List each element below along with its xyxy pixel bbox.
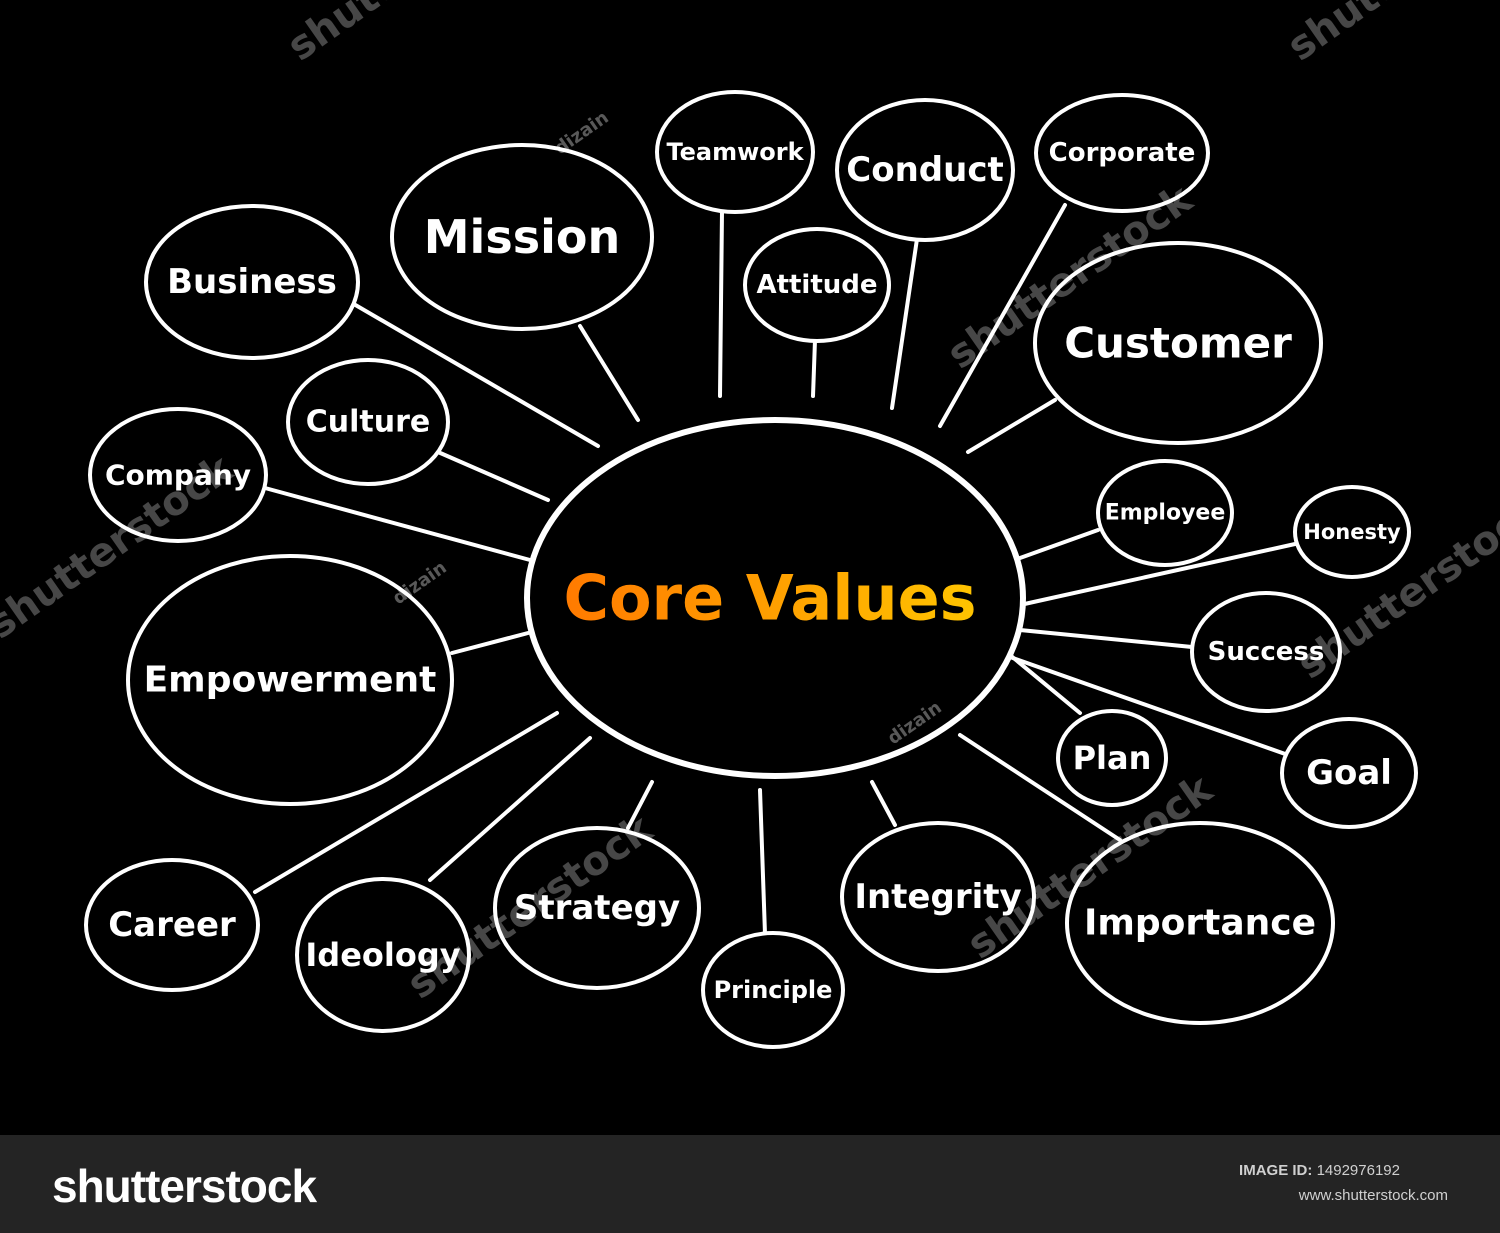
- connector-importance: [958, 733, 1122, 842]
- connector-customer: [966, 398, 1057, 454]
- node-ellipse-plan: [1056, 709, 1168, 807]
- node-label-strategy: Strategy: [514, 888, 680, 928]
- node-ellipse-conduct: [835, 98, 1015, 242]
- node-ellipse-customer: [1033, 241, 1323, 445]
- node-label-culture: Culture: [306, 405, 431, 440]
- node-ellipse-goal: [1280, 717, 1418, 829]
- node-label-corporate: Corporate: [1049, 138, 1196, 168]
- connector-teamwork: [718, 209, 724, 398]
- node-ellipse-teamwork: [655, 90, 815, 214]
- connector-conduct: [890, 237, 919, 410]
- node-label-employee: Employee: [1105, 501, 1226, 526]
- connector-goal: [1008, 655, 1290, 757]
- node-career: Career: [84, 858, 260, 992]
- node-ellipse-empowerment: [126, 554, 454, 806]
- connector-mission: [578, 324, 640, 422]
- node-label-ideology: Ideology: [305, 936, 460, 974]
- connector-strategy: [626, 780, 654, 830]
- node-label-principle: Principle: [714, 976, 833, 1004]
- connector-success: [1018, 628, 1194, 649]
- node-ellipse-career: [84, 858, 260, 992]
- node-ellipse-success: [1190, 591, 1342, 713]
- node-label-goal: Goal: [1306, 753, 1392, 793]
- connector-plan: [1008, 653, 1082, 715]
- footer-logo: shutterstock: [52, 1160, 317, 1212]
- node-teamwork: Teamwork: [655, 90, 815, 214]
- watermark-brand: shutterstock: [1279, 0, 1500, 70]
- connector-company: [263, 486, 532, 562]
- image-id-line: IMAGE ID: 1492976192: [1239, 1162, 1400, 1179]
- connector-corporate: [938, 203, 1067, 428]
- connector-career: [253, 711, 559, 894]
- node-ellipse-ideology: [295, 877, 471, 1033]
- connector-culture: [436, 450, 550, 502]
- node-corporate: Corporate: [1034, 93, 1210, 213]
- node-label-honesty: Honesty: [1303, 520, 1401, 544]
- node-ellipse-business: [144, 204, 360, 360]
- node-label-company: Company: [105, 459, 251, 492]
- node-label-success: Success: [1208, 637, 1325, 667]
- watermark-author: dizain: [389, 557, 451, 609]
- node-label-mission: Mission: [424, 210, 620, 264]
- node-ellipse-mission: [390, 143, 654, 331]
- node-ellipse-integrity: [840, 821, 1036, 973]
- center-node: Core Values: [524, 417, 1026, 779]
- node-ellipse-corporate: [1034, 93, 1210, 213]
- image-id-value: 1492976192: [1316, 1162, 1400, 1179]
- node-business: Business: [144, 204, 360, 360]
- watermark-brand: shutterstock: [279, 0, 541, 70]
- node-ellipse-employee: [1096, 459, 1234, 567]
- center-label: Core Values: [563, 562, 976, 635]
- node-strategy: Strategy: [493, 826, 701, 990]
- watermark-author: dizain: [551, 107, 613, 159]
- node-ellipse-strategy: [493, 826, 701, 990]
- center-ellipse: [524, 417, 1026, 779]
- node-label-plan: Plan: [1073, 739, 1152, 777]
- connector-attitude: [811, 338, 817, 398]
- node-conduct: Conduct: [835, 98, 1015, 242]
- node-company: Company: [88, 407, 268, 543]
- node-honesty: Honesty: [1293, 485, 1411, 579]
- connector-empowerment: [450, 631, 530, 655]
- footer-url: www.shutterstock.com: [1298, 1187, 1448, 1204]
- node-ellipse-company: [88, 407, 268, 543]
- node-success: Success: [1190, 591, 1342, 713]
- node-label-empowerment: Empowerment: [144, 660, 437, 701]
- node-ellipse-honesty: [1293, 485, 1411, 579]
- node-label-importance: Importance: [1084, 903, 1316, 944]
- connector-business: [350, 301, 600, 448]
- node-label-integrity: Integrity: [854, 877, 1021, 917]
- node-ellipse-attitude: [743, 227, 891, 343]
- node-culture: Culture: [286, 358, 450, 486]
- node-importance: Importance: [1065, 821, 1335, 1025]
- node-label-conduct: Conduct: [846, 150, 1003, 190]
- node-employee: Employee: [1096, 459, 1234, 567]
- node-mission: Mission: [390, 143, 654, 331]
- node-attitude: Attitude: [743, 227, 891, 343]
- node-ellipse-importance: [1065, 821, 1335, 1025]
- node-label-business: Business: [167, 262, 337, 302]
- node-goal: Goal: [1280, 717, 1418, 829]
- node-principle: Principle: [701, 931, 845, 1049]
- node-label-teamwork: Teamwork: [666, 138, 804, 166]
- connector-principle: [758, 788, 767, 936]
- node-ideology: Ideology: [295, 877, 471, 1033]
- image-id-label: IMAGE ID:: [1239, 1162, 1313, 1179]
- stock-footer: shutterstock IMAGE ID: 1492976192 www.sh…: [0, 1135, 1500, 1233]
- connector-integrity: [870, 780, 897, 827]
- node-ellipse-culture: [286, 358, 450, 486]
- node-label-customer: Customer: [1064, 319, 1292, 368]
- node-label-attitude: Attitude: [756, 270, 877, 300]
- node-customer: Customer: [1033, 241, 1323, 445]
- node-ellipse-principle: [701, 931, 845, 1049]
- node-empowerment: Empowerment: [126, 554, 454, 806]
- connector-ideology: [428, 736, 592, 882]
- connector-employee: [1018, 528, 1100, 560]
- node-label-career: Career: [108, 905, 236, 945]
- connector-honesty: [1018, 542, 1297, 607]
- node-plan: Plan: [1056, 709, 1168, 807]
- node-integrity: Integrity: [840, 821, 1036, 973]
